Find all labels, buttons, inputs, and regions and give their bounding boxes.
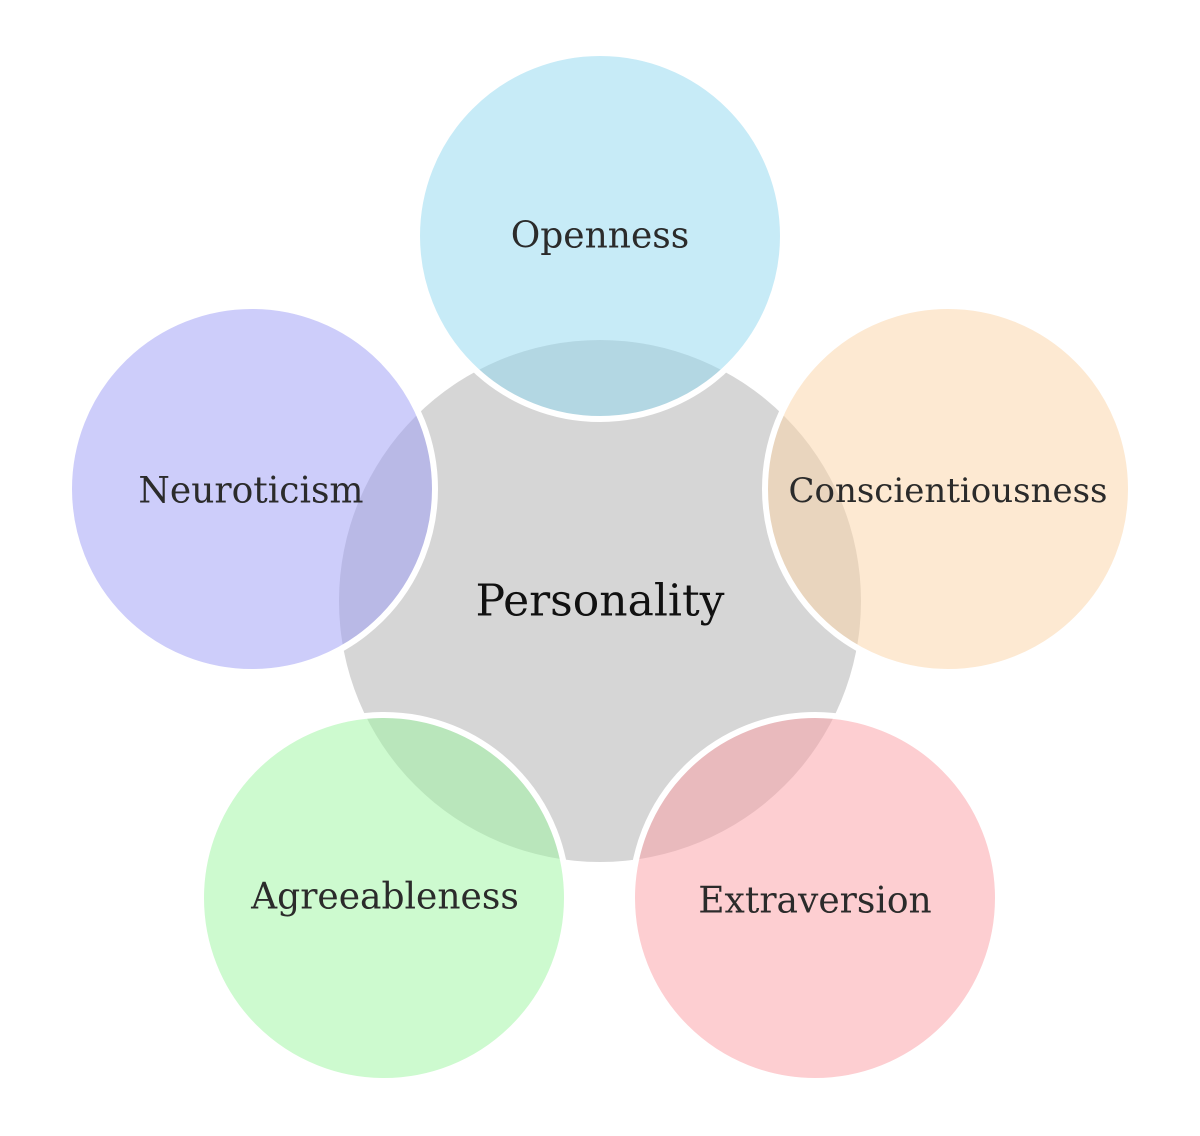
neuroticism-label: Neuroticism bbox=[138, 471, 363, 512]
agreeableness-label: Agreeableness bbox=[250, 877, 519, 918]
extraversion-circle bbox=[629, 712, 1001, 1084]
openness-label: Openness bbox=[511, 216, 690, 257]
center-blob bbox=[339, 340, 861, 862]
agreeableness-circle bbox=[198, 712, 570, 1084]
center-label: Personality bbox=[475, 576, 724, 627]
neuroticism-circle bbox=[66, 303, 438, 675]
extraversion-label: Extraversion bbox=[698, 881, 931, 922]
conscientiousness-label: Conscientiousness bbox=[788, 471, 1107, 511]
openness-circle bbox=[414, 50, 786, 422]
conscientiousness-circle bbox=[762, 303, 1134, 675]
